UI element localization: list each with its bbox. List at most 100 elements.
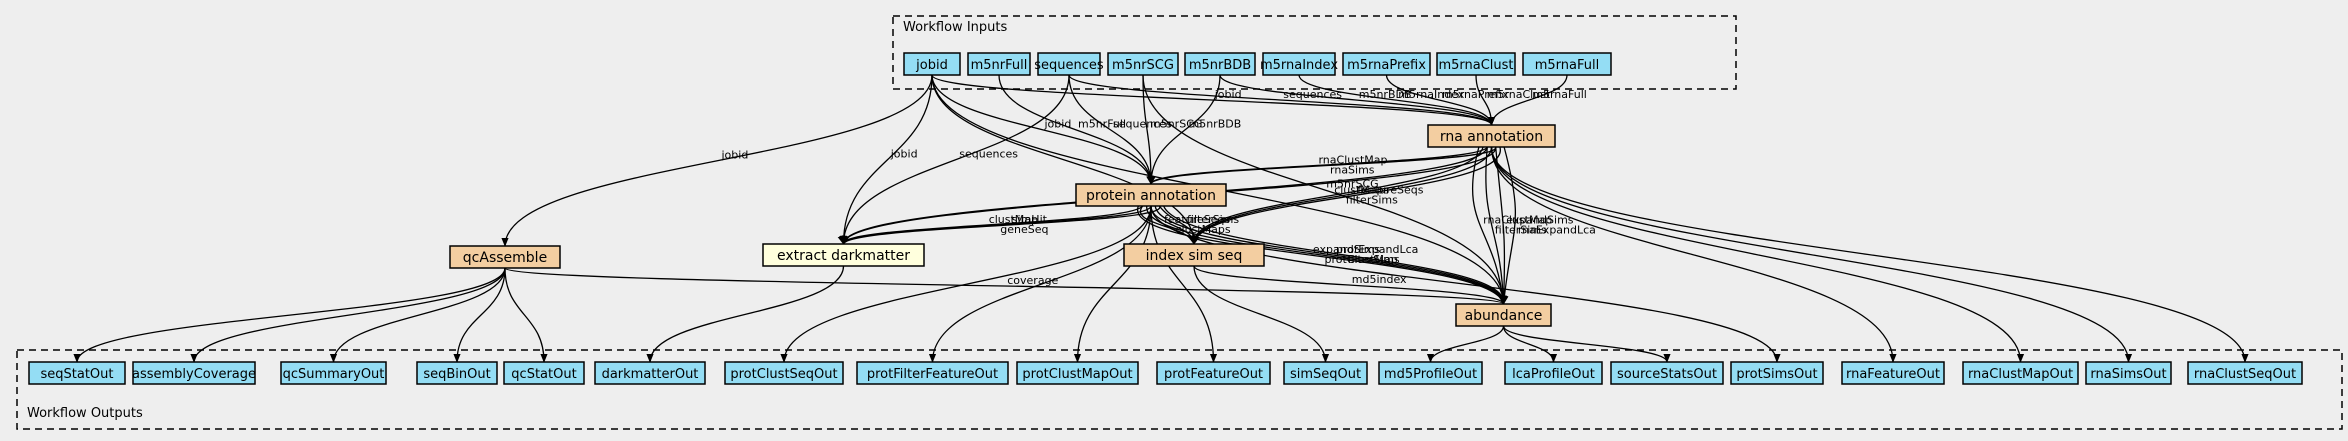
node-label: index sim seq [1146,248,1243,264]
edge-protein-to-protClustMapOut [1073,205,1152,363]
input-node-m5rnaClust[interactable]: m5rnaClust [1436,52,1516,76]
node-box [1427,124,1556,148]
step-node-rna[interactable]: rna annotation [1427,124,1556,148]
step-node-protein[interactable]: protein annotation [1075,183,1227,207]
output-node-seqBinOut[interactable]: seqBinOut [416,361,498,385]
edge-label: geneSeq [1000,223,1048,236]
edge-label: filterSims [1187,213,1239,226]
node-label: rnaSimsOut [2090,367,2166,382]
node-box [856,361,1009,385]
output-node-protFilterFeatureOut[interactable]: protFilterFeatureOut [856,361,1009,385]
input-node-jobid[interactable]: jobid [903,52,961,76]
edge-label: m5nrSCG [1326,178,1378,191]
edge-label: clustMaps [1176,223,1231,236]
node-box [2187,361,2303,385]
output-node-darkmatterOut[interactable]: darkmatterOut [594,361,706,385]
node-box [1610,361,1724,385]
node-box [1262,52,1336,76]
output-node-md5ProfileOut[interactable]: md5ProfileOut [1378,361,1483,385]
input-node-m5rnaFull[interactable]: m5rnaFull [1522,52,1612,76]
output-node-simSeqOut[interactable]: simSeqOut [1283,361,1368,385]
node-box [449,245,561,269]
edge-label: protClustMap [1324,253,1397,266]
node-label: darkmatterOut [602,367,699,382]
edge-rna-to-rnaClustMapOut [1490,146,2025,363]
output-node-qcSummaryOut[interactable]: qcSummaryOut [280,361,387,385]
edge-jobid-to-index [931,74,1198,245]
output-node-sourceStatsOut[interactable]: sourceStatsOut [1610,361,1724,385]
output-node-rnaClustSeqOut[interactable]: rnaClustSeqOut [2187,361,2303,385]
output-node-protSimsOut[interactable]: protSimsOut [1730,361,1824,385]
edge-label: m5rnaFull [1532,88,1587,101]
step-node-qc[interactable]: qcAssemble [449,245,561,269]
node-box [1123,243,1265,267]
output-node-protClustSeqOut[interactable]: protClustSeqOut [724,361,844,385]
output-node-rnaClustMapOut[interactable]: rnaClustMapOut [1962,361,2079,385]
edge-label: featureSeqs [1357,184,1423,197]
node-label: protClustSeqOut [730,367,837,382]
node-box [903,52,961,76]
edge-label: expandSims [1506,214,1574,227]
input-node-m5nrBDB[interactable]: m5nrBDB [1184,52,1256,76]
step-node-index[interactable]: index sim seq [1123,243,1265,267]
edge-qc-to-qcSummaryOut [329,267,506,363]
output-node-qcStatOut[interactable]: qcStatOut [503,361,585,385]
node-label: jobid [915,58,948,73]
node-label: sequences [1034,58,1104,73]
output-node-rnaFeatureOut[interactable]: rnaFeatureOut [1841,361,1945,385]
edge-protein-to-index [1158,205,1200,245]
edge-label: md5index [1352,273,1407,286]
output-node-rnaSimsOut[interactable]: rnaSimsOut [2085,361,2172,385]
edge-m5nrBDB-to-protein [1147,74,1221,185]
node-label: protClustMapOut [1022,367,1132,382]
step-node-dark[interactable]: extract darkmatter [762,243,925,267]
node-label: protein annotation [1086,188,1216,204]
edge-abund-to-sourceStatsOut [1502,325,1671,363]
node-box [1016,361,1139,385]
edge-protein-to-protFilterFeatureOut [928,205,1152,363]
input-node-m5nrSCG[interactable]: m5nrSCG [1107,52,1179,76]
edge-rna-to-rnaFeatureOut [1490,146,1897,363]
edge-rna-to-index [1191,146,1501,245]
input-node-m5rnaIndex[interactable]: m5rnaIndex [1260,52,1338,76]
node-label: rnaFeatureOut [1846,367,1940,382]
edge-abund-to-md5ProfileOut [1426,325,1505,363]
edge-label: expandSims [1313,243,1381,256]
node-box [1522,52,1612,76]
node-label: sourceStatsOut [1617,367,1717,382]
node-box [1455,303,1552,327]
node-box [1037,52,1101,76]
node-label: md5ProfileOut [1384,367,1477,382]
output-node-protClustMapOut[interactable]: protClustMapOut [1016,361,1139,385]
edge-label: m5nrBDB [1189,118,1242,131]
edge-qc-to-seqStatOut [73,267,506,363]
node-label: rna annotation [1440,129,1543,145]
node-box [1075,183,1227,207]
edge-protein-to-protSimsOut [1150,205,1781,363]
input-node-m5rnaPrefix[interactable]: m5rnaPrefix [1342,52,1431,76]
output-node-lcaProfileOut[interactable]: lcaProfileOut [1504,361,1603,385]
input-node-m5nrFull[interactable]: m5nrFull [967,52,1031,76]
node-label: qcStatOut [511,367,576,382]
edge-label: featureSeqs [1164,213,1230,226]
edge-qc-to-assemblyCoverage [190,267,506,363]
node-label: protFilterFeatureOut [867,367,998,382]
edge-protein-to-protClustSeqOut [780,205,1152,363]
output-node-seqStatOut[interactable]: seqStatOut [28,361,126,385]
edge-m5rnaFull-to-rna [1487,74,1568,126]
output-node-assemblyCoverage[interactable]: assemblyCoverage [132,361,256,385]
input-node-sequences[interactable]: sequences [1034,52,1104,76]
step-node-abund[interactable]: abundance [1455,303,1552,327]
node-label: abundance [1465,308,1543,324]
edge-label: m5nrBDB [1359,88,1412,101]
edge-rna-to-rnaClustSeqOut [1490,146,2249,363]
node-box [1378,361,1483,385]
edge-protein-to-protFeatureOut [1150,205,1218,363]
node-label: m5rnaPrefix [1347,58,1426,73]
edge-dark-to-darkmatterOut [646,265,845,363]
node-label: m5nrSCG [1112,58,1174,73]
node-label: seqStatOut [40,367,113,382]
edge-label: m5nrSCG [1150,118,1202,131]
output-node-protFeatureOut[interactable]: protFeatureOut [1156,361,1271,385]
